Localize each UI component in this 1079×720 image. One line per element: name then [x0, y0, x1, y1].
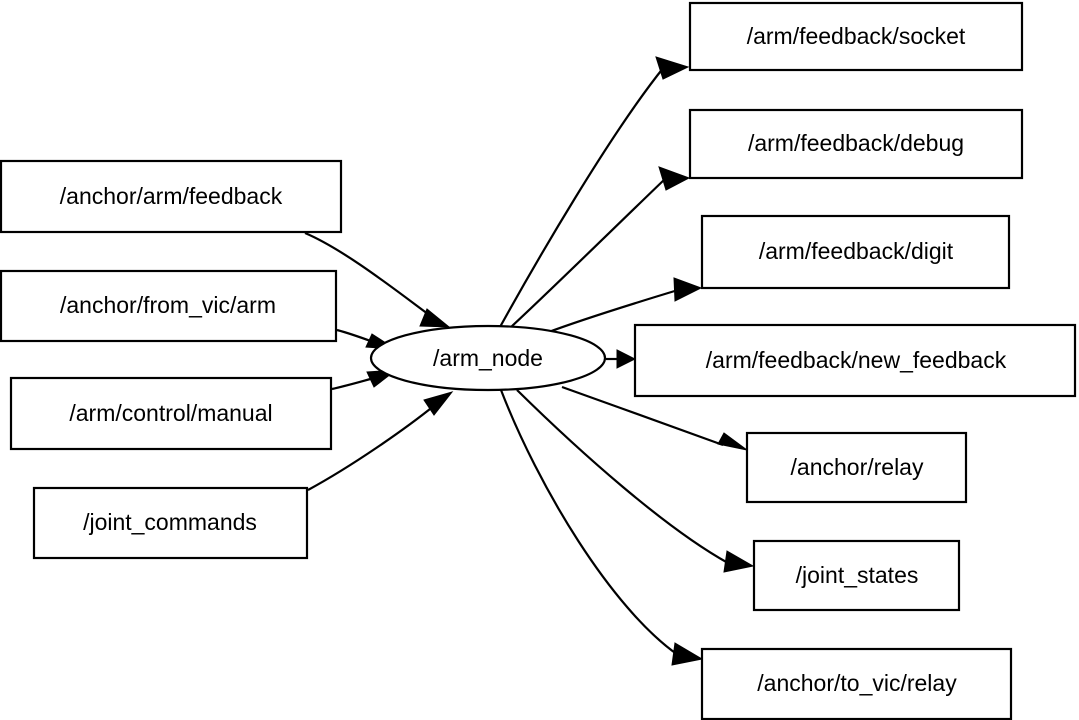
node-rect [9, 376, 333, 451]
edge-line [307, 404, 436, 491]
edge-arm-node-to-arm-feedback-debug[interactable] [510, 166, 691, 328]
arrowhead-icon [616, 349, 637, 369]
edge-arm-node-to-joint-states[interactable] [516, 389, 755, 573]
arrowhead-icon [419, 308, 451, 328]
node-arm-feedback-socket[interactable]: /arm/feedback/socket [688, 1, 1024, 72]
node-rect [0, 269, 338, 343]
node-anchor-from-vic-arm[interactable]: /anchor/from_vic/arm [0, 269, 338, 343]
node-rect [700, 647, 1013, 720]
arrowhead-icon [658, 166, 691, 191]
edge-line [499, 66, 665, 328]
edge-line [304, 231, 433, 318]
arrowhead-icon [671, 642, 704, 666]
node-label: /joint_states [796, 562, 919, 588]
node-label: /arm/feedback/digit [759, 238, 954, 264]
node-rect [633, 323, 1077, 398]
edge-line [499, 389, 679, 656]
node-rect [688, 108, 1024, 180]
edge-line [545, 288, 679, 335]
node-arm-feedback-debug[interactable]: /arm/feedback/debug [688, 108, 1024, 180]
node-joint-commands[interactable]: /joint_commands [32, 486, 309, 560]
node-label: /anchor/to_vic/relay [757, 670, 957, 696]
node-label: /arm/feedback/debug [748, 130, 964, 156]
node-anchor-to-vic-relay[interactable]: /anchor/to_vic/relay [700, 647, 1013, 720]
edge-line [516, 389, 729, 564]
arrowhead-icon [655, 56, 690, 80]
node-rect [745, 431, 968, 504]
edge-arm-node-to-arm-feedback-socket[interactable] [499, 56, 690, 328]
edge-anchor-arm-feedback-to-arm-node[interactable] [304, 231, 451, 328]
node-rect [752, 539, 961, 612]
node-label: /joint_commands [83, 509, 257, 535]
edge-joint-commands-to-arm-node[interactable] [307, 391, 454, 491]
arrowhead-icon [423, 391, 454, 416]
arrowhead-icon [717, 432, 748, 451]
node-arm-feedback-digit[interactable]: /arm/feedback/digit [700, 214, 1011, 290]
node-ellipse [369, 324, 607, 392]
node-rect [0, 159, 343, 234]
node-arm-control-manual[interactable]: /arm/control/manual [9, 376, 333, 451]
edge-line [510, 177, 667, 328]
node-label: /anchor/from_vic/arm [60, 292, 276, 318]
node-anchor-relay[interactable]: /anchor/relay [745, 431, 968, 504]
node-joint-states[interactable]: /joint_states [752, 539, 961, 612]
edge-arm-node-to-arm-feedback-new-feedback[interactable] [606, 349, 637, 369]
node-label: /arm_node [433, 345, 543, 371]
node-rect [688, 1, 1024, 72]
edge-line [561, 385, 724, 447]
node-rect [32, 486, 309, 560]
node-label: /anchor/relay [791, 454, 924, 480]
arrowhead-icon [673, 277, 703, 302]
edge-arm-node-to-anchor-relay[interactable] [561, 385, 748, 451]
node-anchor-arm-feedback[interactable]: /anchor/arm/feedback [0, 159, 343, 234]
node-arm-feedback-new-feedback[interactable]: /arm/feedback/new_feedback [633, 323, 1077, 398]
node-label: /arm/feedback/socket [747, 23, 966, 49]
node-label: /anchor/arm/feedback [60, 183, 283, 209]
arrowhead-icon [723, 550, 755, 573]
node-label: /arm/feedback/new_feedback [706, 347, 1007, 373]
node-label: /arm/control/manual [69, 400, 272, 426]
node-rect [700, 214, 1011, 290]
node-arm-node[interactable]: /arm_node [369, 324, 607, 392]
edge-arm-node-to-arm-feedback-digit[interactable] [545, 277, 703, 335]
edge-arm-node-to-anchor-to-vic-relay[interactable] [499, 389, 704, 666]
edge-group-outgoing [499, 56, 755, 666]
